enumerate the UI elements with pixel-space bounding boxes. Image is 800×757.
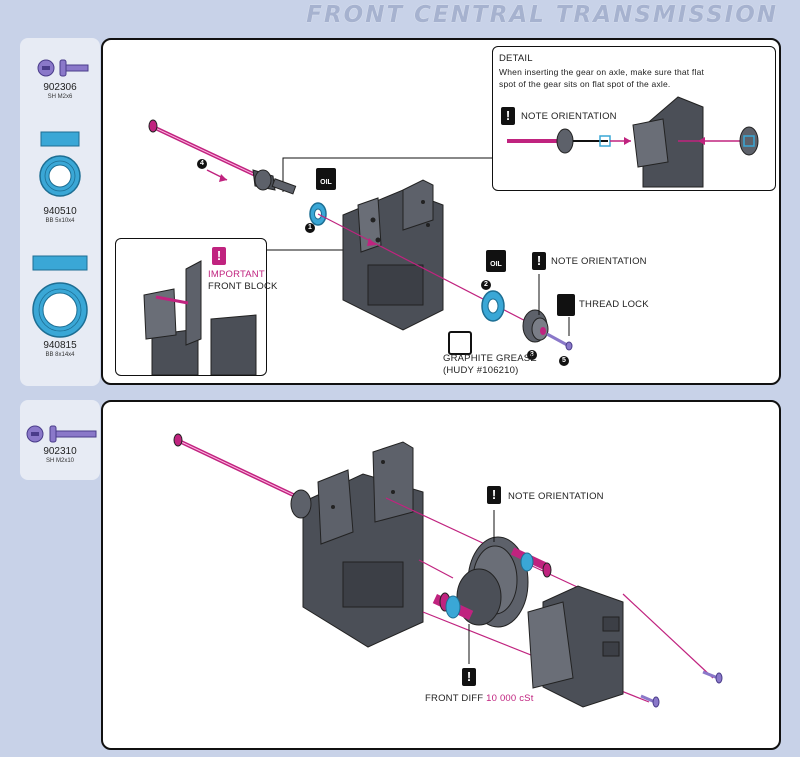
- screw-icon: [26, 425, 97, 443]
- warning-icon: !: [501, 107, 515, 125]
- step-2-drawing: [173, 433, 723, 708]
- front-diff-value: 10 000 cSt: [486, 693, 534, 704]
- front-block-assembly: [290, 441, 424, 648]
- note-orientation-label: NOTE ORIENTATION: [551, 256, 647, 267]
- part-desc: SH M2x6: [47, 94, 73, 100]
- front-differential: [432, 536, 552, 628]
- grease-icon: [448, 331, 472, 355]
- step-number-1: 1: [305, 223, 315, 233]
- part-code: 902306: [43, 82, 77, 93]
- oil-label: OIL: [320, 179, 332, 186]
- detail-title: DETAIL: [499, 53, 533, 64]
- front-diff-label: FRONT DIFF 10 000 cSt: [425, 693, 534, 704]
- pinion-gear: [522, 309, 549, 343]
- front-block-label: FRONT BLOCK: [208, 281, 278, 292]
- step-1-drawing: [148, 119, 573, 351]
- detail-drawing: [507, 96, 759, 188]
- screw-icon: [37, 59, 89, 77]
- part-desc: BB 8x14x4: [45, 352, 75, 358]
- part-code: 902310: [43, 446, 77, 457]
- part-desc: SH M2x10: [45, 458, 74, 464]
- parts-list-step-2: 902310 SH M2x10: [20, 400, 100, 480]
- detail-text-2: spot of the gear sits on flat spot of th…: [499, 79, 671, 89]
- step-number-4: 4: [197, 159, 207, 169]
- bearing-icon: [32, 255, 88, 338]
- note-orientation-label: NOTE ORIENTATION: [508, 491, 604, 502]
- step-number-5: 5: [559, 356, 569, 366]
- detail-box: DETAIL When inserting the gear on axle, …: [492, 46, 776, 191]
- step-number-3: 3: [527, 350, 537, 360]
- part-desc: BB 5x10x4: [45, 218, 75, 224]
- step-1-panel: 4 1 2 3 5 OIL OIL ! NOTE ORIENTATION THR…: [101, 38, 781, 385]
- front-diff-text: FRONT DIFF: [425, 693, 484, 704]
- warning-icon: !: [532, 252, 546, 270]
- detail-note-label: NOTE ORIENTATION: [521, 111, 617, 122]
- warning-icon: !: [487, 486, 501, 504]
- front-block-inset: ! IMPORTANT FRONT BLOCK: [115, 238, 277, 376]
- driveshaft: [148, 119, 297, 195]
- graphite-grease-label: GRAPHITE GREASE: [443, 353, 537, 364]
- thread-lock-icon: [557, 294, 575, 316]
- oil-label: OIL: [490, 261, 502, 268]
- part-code: 940510: [43, 206, 77, 217]
- hudy-ref-label: (HUDY #106210): [443, 365, 519, 376]
- oil-icon: OIL: [486, 250, 506, 272]
- detail-text-1: When inserting the gear on axle, make su…: [499, 67, 705, 77]
- step-number-2: 2: [481, 280, 491, 290]
- front-block: [342, 179, 444, 331]
- important-label: IMPORTANT: [208, 269, 265, 280]
- diff-case: [527, 585, 624, 708]
- oil-icon: OIL: [316, 168, 336, 190]
- important-icon: !: [212, 247, 226, 265]
- page-title: FRONT CENTRAL TRANSMISSION: [306, 2, 778, 28]
- warning-icon: !: [462, 668, 476, 686]
- parts-list-step-1: 902306 SH M2x6 940510 BB 5x10x4 940815 B…: [20, 38, 100, 386]
- inset-drawing: [143, 260, 257, 375]
- thread-lock-label: THREAD LOCK: [579, 299, 649, 310]
- bearing-icon: [39, 131, 81, 197]
- part-code: 940815: [43, 340, 77, 351]
- step-2-panel: ! NOTE ORIENTATION ! FRONT DIFF 10 000 c…: [101, 400, 781, 750]
